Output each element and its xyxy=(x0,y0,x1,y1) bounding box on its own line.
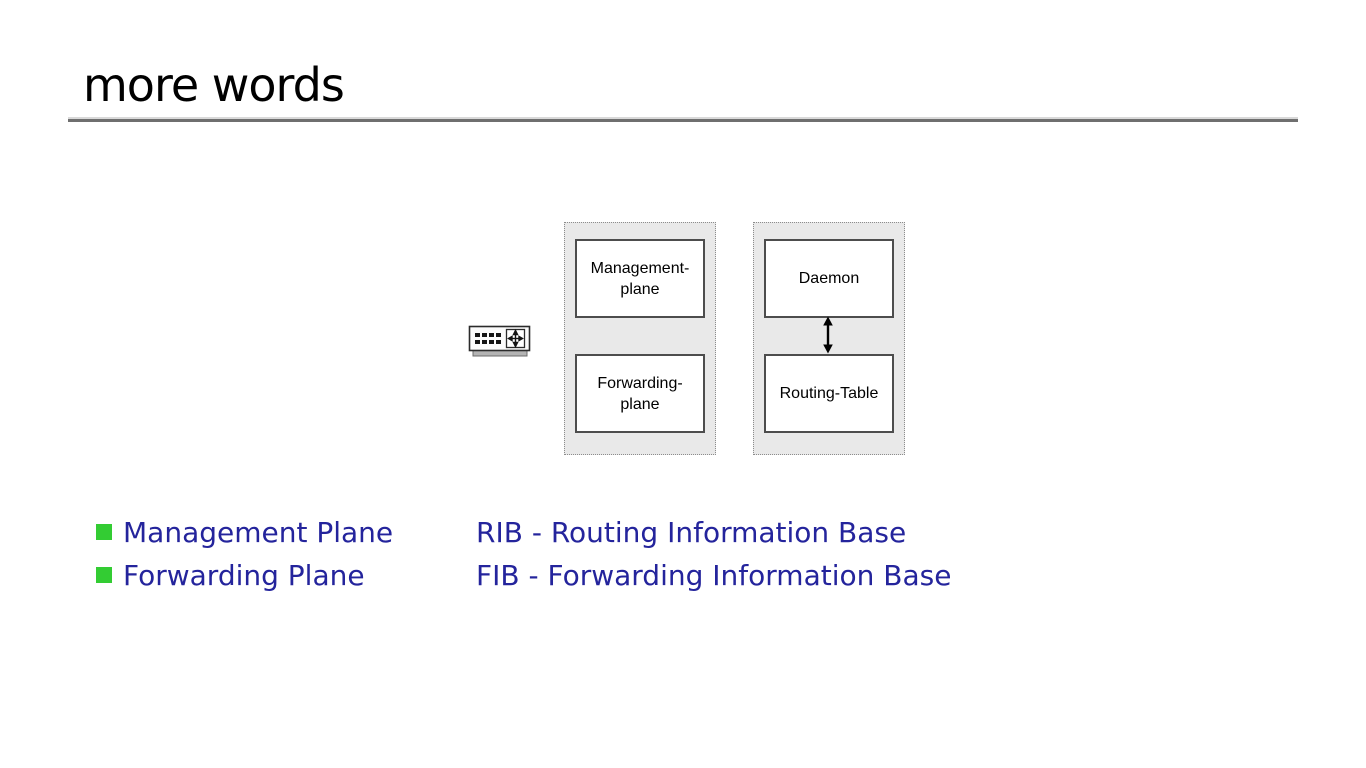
bullet-item-forwarding-plane: Forwarding Plane xyxy=(96,558,365,592)
planes-panel: Management- plane Forwarding- plane xyxy=(564,222,716,455)
title-rule xyxy=(68,117,1298,122)
double-headed-arrow-icon xyxy=(823,316,833,354)
management-plane-box: Management- plane xyxy=(575,239,705,318)
bullet-square-icon xyxy=(96,524,112,540)
definition-rib: RIB - Routing Information Base xyxy=(476,515,907,549)
network-switch-icon xyxy=(468,325,531,357)
definition-fib: FIB - Forwarding Information Base xyxy=(476,558,952,592)
daemon-box: Daemon xyxy=(764,239,894,318)
bullet-label: Management Plane xyxy=(123,515,394,549)
bullet-item-management-plane: Management Plane xyxy=(96,515,394,549)
bullet-square-icon xyxy=(96,567,112,583)
forwarding-plane-box: Forwarding- plane xyxy=(575,354,705,433)
bullet-label: Forwarding Plane xyxy=(123,558,365,592)
slide-title: more words xyxy=(83,58,345,112)
routing-table-box: Routing-Table xyxy=(764,354,894,433)
